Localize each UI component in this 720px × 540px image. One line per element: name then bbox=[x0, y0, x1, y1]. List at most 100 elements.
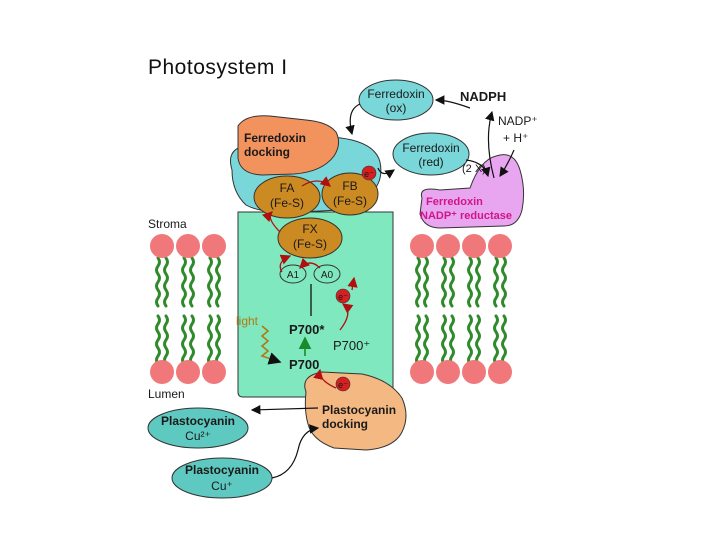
lipid-tail bbox=[207, 256, 213, 308]
electron-path-up-a0 bbox=[347, 276, 358, 291]
lipid-tail bbox=[441, 256, 447, 308]
fx-label-1: FX bbox=[302, 222, 317, 236]
lipid-tail bbox=[215, 256, 221, 308]
electron-dot-bottom bbox=[335, 376, 351, 392]
lipid-tail bbox=[189, 314, 195, 366]
lipid-head bbox=[176, 360, 200, 384]
lipid-tail bbox=[493, 314, 499, 366]
nadph-to-ferredoxin-ox-arrow bbox=[434, 95, 471, 109]
ferredoxin-docking-label-2: docking bbox=[244, 145, 290, 159]
fnr-enzyme bbox=[419, 154, 525, 229]
lipid-head bbox=[410, 234, 434, 258]
lipid-head bbox=[488, 234, 512, 258]
plastocyanin-cu2-label-2: Cu²⁺ bbox=[185, 429, 211, 443]
ferredoxin-ox-to-docking-arrow bbox=[345, 103, 361, 136]
lipid-head bbox=[202, 234, 226, 258]
a0-carrier bbox=[313, 264, 341, 284]
lipid-head bbox=[150, 360, 174, 384]
fa-fe-s-cluster bbox=[253, 175, 321, 219]
lipid-tail bbox=[181, 314, 187, 366]
lipid-tail bbox=[501, 256, 507, 308]
nadph-production-arrow bbox=[485, 110, 495, 179]
fa-label-1: FA bbox=[280, 181, 295, 195]
ferredoxin-red-label-2: (red) bbox=[418, 155, 443, 169]
lipid-tail bbox=[163, 314, 169, 366]
lipid-head bbox=[462, 234, 486, 258]
nadph-label: NADPH bbox=[460, 89, 506, 104]
lipid-tail bbox=[441, 314, 447, 366]
fnr-label-2: NADP⁺ reductase bbox=[420, 210, 512, 222]
a1-carrier bbox=[279, 264, 307, 284]
ferredoxin-docking-domain bbox=[237, 115, 340, 176]
light-label: light bbox=[236, 314, 259, 328]
fb-fe-s-cluster bbox=[321, 172, 379, 216]
lipid-head bbox=[410, 360, 434, 384]
lipid-tail bbox=[163, 256, 169, 308]
ferredoxin-red-oval bbox=[392, 132, 470, 176]
fx-label-2: (Fe-S) bbox=[293, 237, 327, 251]
electron-path-pc-p700 bbox=[313, 368, 337, 389]
plastocyanin-release-arrow bbox=[250, 404, 319, 415]
lipid-tail bbox=[475, 256, 481, 308]
electron-path-fx-fa bbox=[261, 211, 281, 233]
plastocyanin-docking-domain bbox=[304, 371, 407, 451]
diagram-title: Photosystem I bbox=[148, 56, 288, 79]
ferredoxin-docking-label-1: Ferredoxin bbox=[244, 131, 306, 145]
lipid-tail bbox=[449, 314, 455, 366]
fb-label-2: (Fe-S) bbox=[333, 194, 367, 208]
two-x-label: (2 X) bbox=[462, 163, 486, 175]
ferredoxin-red-to-fnr-arrow bbox=[465, 159, 491, 178]
lipid-head bbox=[462, 360, 486, 384]
light-wave-arrow bbox=[260, 325, 282, 365]
lipid-tail bbox=[189, 256, 195, 308]
electron-dot-mid bbox=[335, 288, 351, 304]
lipid-tail bbox=[423, 314, 429, 366]
plastocyanin-cu1-label-1: Plastocyanin bbox=[185, 463, 259, 477]
fb-label-1: FB bbox=[342, 179, 357, 193]
fnr-label-1: Ferredoxin bbox=[426, 196, 483, 208]
lipid-tail bbox=[415, 314, 421, 366]
lipid-tail bbox=[467, 314, 473, 366]
lipid-tail bbox=[501, 314, 507, 366]
nadp-plus-label: NADP⁺ bbox=[498, 114, 538, 128]
lipid-tail bbox=[475, 314, 481, 366]
lipid-head bbox=[202, 360, 226, 384]
p700-star-label: P700* bbox=[289, 322, 325, 337]
electron-to-ferredoxin-red-arrow bbox=[377, 167, 395, 179]
plastocyanin-binding-arrow bbox=[271, 424, 320, 479]
plastocyanin-docking-label-2: docking bbox=[322, 417, 368, 431]
lipid-tail bbox=[493, 256, 499, 308]
plastocyanin-cu2-oval bbox=[147, 407, 249, 449]
lipid-head bbox=[150, 234, 174, 258]
lipid-tail bbox=[207, 314, 213, 366]
electron-top-label: e⁻ bbox=[364, 169, 374, 179]
lumen-label: Lumen bbox=[148, 387, 185, 401]
h-plus-label: + H⁺ bbox=[503, 131, 528, 145]
electron-mid-label: e⁻ bbox=[338, 292, 348, 302]
lipid-tail bbox=[155, 256, 161, 308]
p700-plus-label: P700⁺ bbox=[333, 338, 370, 353]
lipid-head bbox=[436, 360, 460, 384]
a0-label: A0 bbox=[321, 270, 334, 281]
ferredoxin-ox-label-2: (ox) bbox=[386, 101, 407, 115]
plastocyanin-cu2-label-1: Plastocyanin bbox=[161, 414, 235, 428]
lipid-tail bbox=[449, 256, 455, 308]
lipid-tail bbox=[423, 256, 429, 308]
plastocyanin-cu1-label-2: Cu⁺ bbox=[211, 479, 233, 493]
ferredoxin-ox-label-1: Ferredoxin bbox=[367, 87, 424, 101]
plastocyanin-docking-label-1: Plastocyanin bbox=[322, 403, 396, 417]
lipid-head bbox=[176, 234, 200, 258]
electron-dot-top bbox=[361, 165, 377, 181]
lipid-tail bbox=[467, 256, 473, 308]
electron-path-a0-a1 bbox=[299, 257, 321, 269]
lipid-tail bbox=[155, 314, 161, 366]
membrane-lipid-tails bbox=[155, 256, 507, 366]
p700-label: P700 bbox=[289, 357, 319, 372]
stroma-label: Stroma bbox=[148, 217, 187, 231]
electron-path-p700-a0 bbox=[339, 303, 354, 331]
electron-bottom-label: e⁻ bbox=[338, 380, 348, 390]
fa-label-2: (Fe-S) bbox=[270, 196, 304, 210]
lipid-tail bbox=[181, 256, 187, 308]
membrane-lipid-heads bbox=[150, 234, 512, 384]
electron-path-fa-fb bbox=[301, 176, 331, 187]
